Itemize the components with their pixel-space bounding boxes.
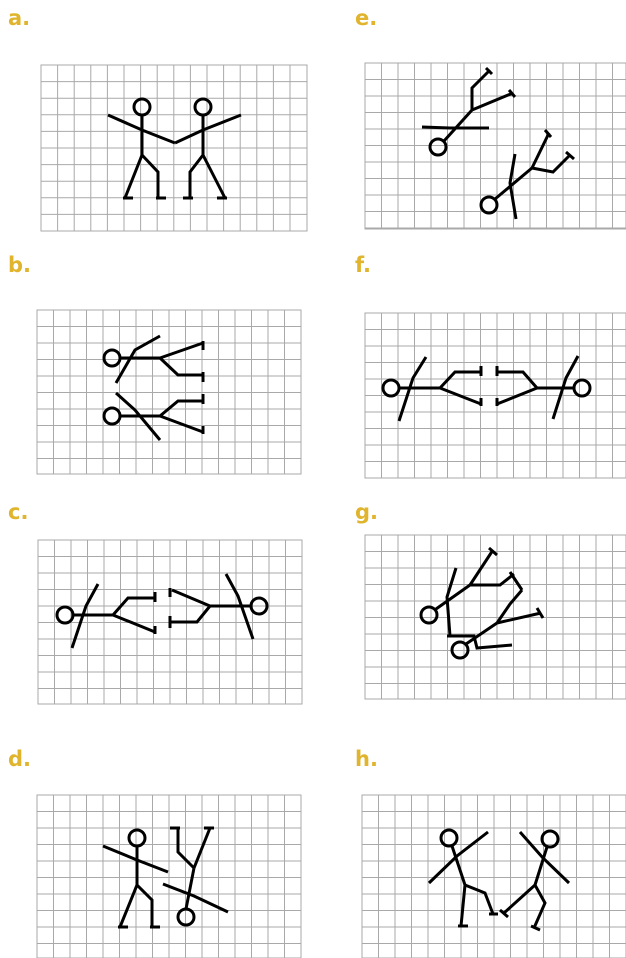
grid-panel-g (365, 535, 626, 699)
stick-figure (447, 590, 543, 658)
stick-figure (57, 584, 155, 648)
figure-panel-g (421, 548, 543, 658)
stick-figure (497, 356, 590, 419)
grid-panel-h (362, 795, 626, 958)
figure-panel-e (422, 68, 574, 219)
grid-panel-d (37, 795, 301, 958)
stick-figure (422, 68, 515, 155)
figure-panel-b (104, 336, 203, 440)
grid-panel-b (37, 310, 301, 474)
stick-figure (421, 548, 522, 636)
stick-figure (481, 130, 574, 219)
grid-panel-a (41, 65, 307, 231)
stick-figure (104, 393, 203, 440)
